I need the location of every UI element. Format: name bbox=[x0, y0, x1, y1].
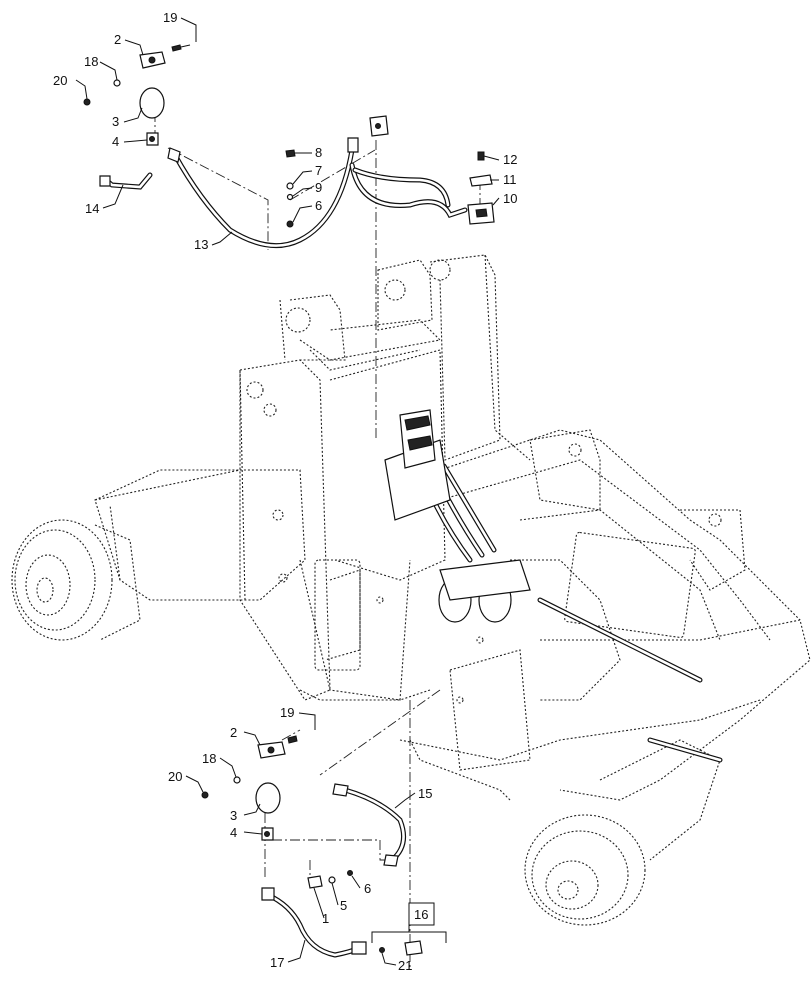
callout-bottom-19: 19 bbox=[280, 705, 294, 720]
kit-box-16 bbox=[408, 902, 435, 926]
callout-top-4: 4 bbox=[112, 134, 119, 149]
callout-bottom-15: 15 bbox=[418, 786, 432, 801]
callout-bottom-1: 1 bbox=[322, 911, 329, 926]
callouts-bottom: 19 2 18 20 3 4 15 6 5 1 17 21 16 bbox=[168, 705, 432, 973]
callout-top-12: 12 bbox=[503, 152, 517, 167]
callout-bottom-3: 3 bbox=[230, 808, 237, 823]
callout-bottom-20: 20 bbox=[168, 769, 182, 784]
hydraulic-valve-assembly bbox=[384, 409, 723, 763]
callout-bottom-18: 18 bbox=[202, 751, 216, 766]
callout-top-11: 11 bbox=[503, 172, 517, 187]
callout-top-18: 18 bbox=[84, 54, 98, 69]
callout-top-8: 8 bbox=[315, 145, 322, 160]
callout-top-6: 6 bbox=[315, 198, 322, 213]
bottom-components bbox=[201, 735, 447, 958]
callout-top-7: 7 bbox=[315, 163, 322, 178]
callout-top-3: 3 bbox=[112, 114, 119, 129]
callout-bottom-5: 5 bbox=[340, 898, 347, 913]
callout-bottom-4: 4 bbox=[230, 825, 237, 840]
callout-bottom-16: 16 bbox=[414, 907, 428, 922]
chassis-frame-phantom bbox=[11, 254, 811, 926]
callout-top-20: 20 bbox=[53, 73, 67, 88]
callout-top-14: 14 bbox=[85, 201, 99, 216]
leader-lines bbox=[75, 17, 500, 966]
callouts-top: 19 2 18 20 3 4 14 13 8 7 9 6 12 11 10 bbox=[53, 10, 517, 252]
callout-bottom-21: 21 bbox=[398, 958, 412, 973]
callout-bottom-2: 2 bbox=[230, 725, 237, 740]
callout-bottom-17: 17 bbox=[270, 955, 284, 970]
center-lines bbox=[154, 90, 481, 970]
callout-bottom-6: 6 bbox=[364, 881, 371, 896]
callout-top-10: 10 bbox=[503, 191, 517, 206]
callout-top-19: 19 bbox=[163, 10, 177, 25]
top-components bbox=[83, 44, 495, 249]
callout-top-2: 2 bbox=[114, 32, 121, 47]
callout-top-9: 9 bbox=[315, 180, 322, 195]
callout-top-13: 13 bbox=[194, 237, 208, 252]
